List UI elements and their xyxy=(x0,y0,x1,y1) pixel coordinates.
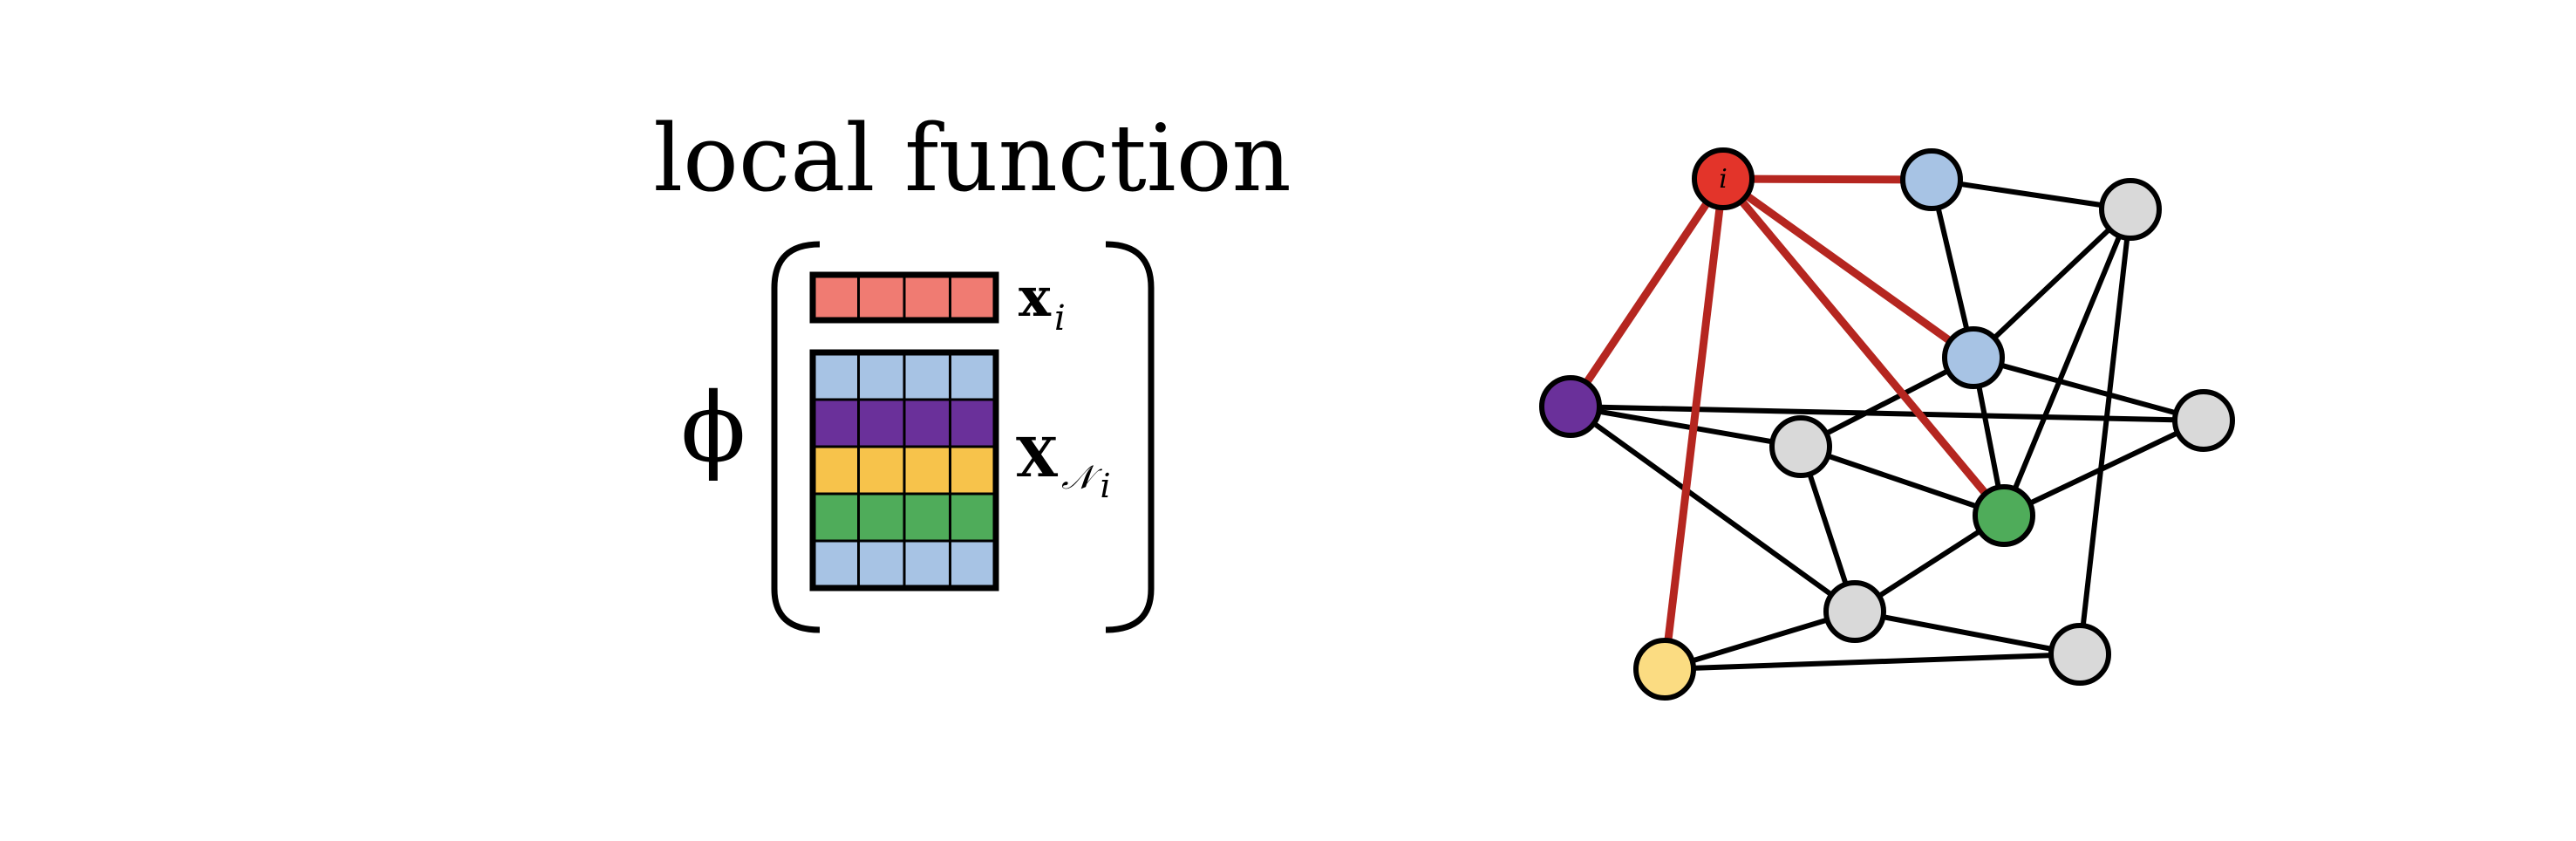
edge-red xyxy=(1721,175,1976,361)
edges xyxy=(1567,174,2205,672)
node-i xyxy=(1692,147,1755,210)
xi-label-main: x xyxy=(1019,265,1052,329)
edge xyxy=(1664,652,2081,672)
edge xyxy=(1971,207,2133,360)
edge xyxy=(1931,177,2131,212)
edge xyxy=(2001,208,2133,517)
xi-border xyxy=(809,271,999,324)
edge xyxy=(1570,404,2205,423)
xN-cell xyxy=(903,351,951,401)
phi-symbol: ϕ xyxy=(681,372,746,483)
node-i-label: i xyxy=(1719,164,1728,195)
node-gray-right xyxy=(2172,389,2235,452)
xN-cell xyxy=(903,492,951,543)
xN-cell xyxy=(811,351,860,401)
xN-cell xyxy=(903,539,951,590)
node-gray-mid xyxy=(1769,415,1832,478)
nodes xyxy=(1539,147,2235,701)
xN-label-sub-index: i xyxy=(1101,467,1111,505)
node-yellow xyxy=(1633,638,1696,701)
xN-cell xyxy=(949,398,998,448)
left-bracket xyxy=(771,241,821,633)
xN-label-sub-calligraphic: 𝒩 xyxy=(1061,458,1103,496)
xN-cell xyxy=(903,398,951,448)
graph: i xyxy=(1539,147,2235,701)
edge xyxy=(1569,404,1857,614)
xN-cell xyxy=(857,445,906,496)
node-gray-bottom-right xyxy=(2048,623,2111,686)
node-blue-center xyxy=(1942,326,2005,389)
xN-cell xyxy=(811,445,860,496)
edge-red xyxy=(1720,176,2007,518)
xN-cell xyxy=(811,398,860,448)
edge xyxy=(1854,609,2081,657)
node-gray-top-right xyxy=(2099,178,2162,241)
xN-cell xyxy=(857,539,906,590)
xN-cell xyxy=(811,492,860,543)
edge-red xyxy=(1660,178,1728,670)
node-gray-bottom xyxy=(1823,580,1886,643)
edge-red xyxy=(1567,176,1727,409)
edge xyxy=(2002,418,2205,518)
xN-cell xyxy=(811,539,860,590)
xi-label-sub: i xyxy=(1054,298,1066,338)
edge xyxy=(1799,355,1975,449)
node-blue-top xyxy=(1900,148,1963,211)
edge xyxy=(1664,609,1856,672)
xi-cell xyxy=(811,273,860,322)
xN-cell xyxy=(949,351,998,401)
xN-cell xyxy=(903,445,951,496)
xN-cell xyxy=(857,351,906,401)
node-green xyxy=(1973,484,2035,547)
edge xyxy=(1973,355,2205,423)
xN-cell xyxy=(857,398,906,448)
xN-cell xyxy=(857,492,906,543)
xi-cell xyxy=(903,273,951,322)
xi-vector xyxy=(809,271,999,324)
xN-border xyxy=(809,349,999,591)
xN-label-main: X xyxy=(1016,426,1059,489)
xi-cell xyxy=(857,273,906,322)
xN-cell xyxy=(949,539,998,590)
right-bracket xyxy=(1105,241,1155,633)
node-purple xyxy=(1539,375,1602,438)
xi-cell xyxy=(949,273,998,322)
xN-cell xyxy=(949,445,998,496)
xN-cell xyxy=(949,492,998,543)
edge xyxy=(1570,404,1802,449)
edge xyxy=(2077,209,2133,655)
edge xyxy=(1800,444,2005,518)
title-text: local function xyxy=(653,105,1291,212)
edge-red xyxy=(1722,174,1932,184)
xN-matrix xyxy=(809,349,999,591)
